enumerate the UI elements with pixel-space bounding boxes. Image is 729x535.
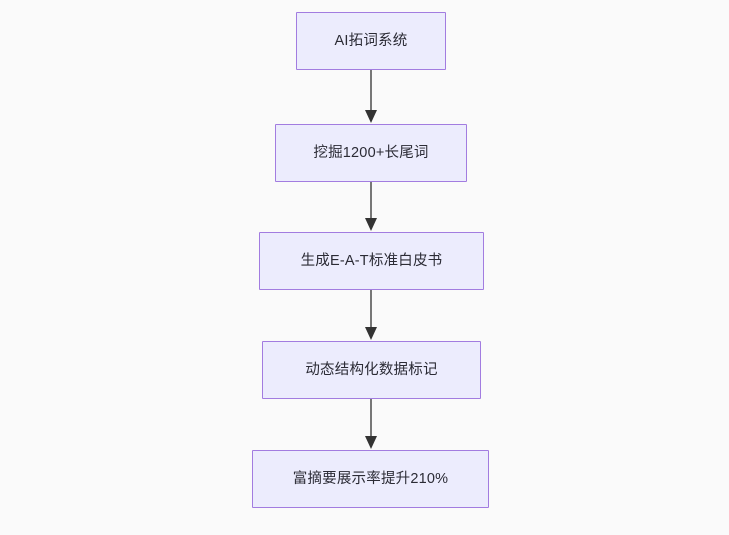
flowchart-node-dynamic-structured-data-markup[interactable]: 动态结构化数据标记	[262, 341, 481, 399]
edge-node-1-to-node-2	[365, 70, 377, 123]
flowchart-node-mine-longtail-keywords[interactable]: 挖掘1200+长尾词	[275, 124, 467, 182]
edge-node-4-to-node-5	[365, 399, 377, 449]
node-label: AI拓词系统	[334, 32, 408, 49]
flowchart-node-generate-eat-whitepaper[interactable]: 生成E-A-T标准白皮书	[259, 232, 484, 290]
node-label: 挖掘1200+长尾词	[313, 144, 429, 161]
edge-node-3-to-node-4	[365, 290, 377, 340]
flowchart-node-rich-snippet-impression-uplift[interactable]: 富摘要展示率提升210%	[252, 450, 489, 508]
node-label: 生成E-A-T标准白皮书	[300, 252, 443, 269]
node-label: 富摘要展示率提升210%	[292, 470, 449, 487]
edge-node-2-to-node-3	[365, 182, 377, 231]
flowchart-node-ai-keyword-system[interactable]: AI拓词系统	[296, 12, 446, 70]
node-label: 动态结构化数据标记	[305, 361, 438, 378]
